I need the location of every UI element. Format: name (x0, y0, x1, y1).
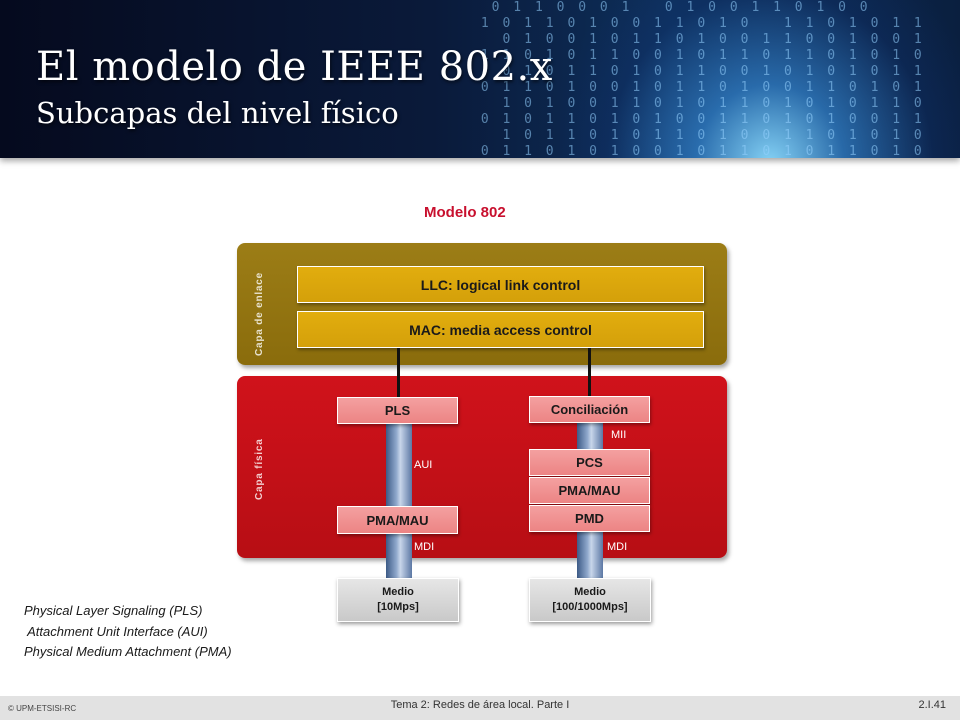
page-title: El modelo de IEEE 802.x (36, 44, 553, 90)
mdi-label-left: MDI (414, 541, 435, 553)
header-glow (560, 0, 960, 158)
medium-right-line2: [100/1000Mps] (552, 601, 628, 613)
llc-sublayer: LLC: logical link control (297, 266, 704, 303)
mac-sublayer: MAC: media access control (297, 311, 704, 348)
medium-box-left: Medio [10Mps] (337, 578, 459, 622)
pma-mau-box-left: PMA/MAU (337, 506, 458, 534)
mdi-tube-right (577, 531, 603, 581)
medium-right-line1: Medio (574, 586, 606, 598)
legend-item: Attachment Unit Interface (AUI) (24, 623, 208, 639)
legend-item: Physical Layer Signaling (PLS) (24, 603, 203, 618)
mdi-label-right: MDI (607, 541, 628, 553)
mii-label: MII (611, 429, 627, 441)
mdi-tube-left (386, 531, 412, 581)
page-subtitle: Subcapas del nivel físico (36, 96, 399, 130)
footer: © UPM-ETSISI-RC Tema 2: Redes de área lo… (0, 696, 960, 720)
layer-label-fisica: Capa física (254, 438, 265, 500)
legend: Physical Layer Signaling (PLS) Attachmen… (24, 601, 232, 663)
footer-topic: Tema 2: Redes de área local. Parte I (390, 699, 570, 711)
pls-box: PLS (337, 397, 458, 424)
aui-tube (386, 424, 412, 510)
footer-copyright: © UPM-ETSISI-RC (8, 704, 77, 713)
pmd-box: PMD (529, 505, 650, 532)
legend-item: Physical Medium Attachment (PMA) (24, 644, 232, 659)
medium-left-line2: [10Mps] (377, 601, 419, 613)
aui-label: AUI (414, 459, 433, 471)
header-banner: 0 1 1 0 0 0 1 0 1 0 0 1 1 0 1 0 0 1 0 1 … (0, 0, 960, 158)
connector-mac-conciliacion (588, 348, 591, 398)
medium-box-right: Medio [100/1000Mps] (529, 578, 651, 622)
layer-capa-fisica (237, 376, 727, 558)
pcs-box: PCS (529, 449, 650, 476)
pma-mau-box-right: PMA/MAU (529, 477, 650, 504)
mii-tube (577, 421, 603, 451)
diagram-title: Modelo 802 (424, 204, 506, 221)
layer-label-enlace: Capa de enlace (254, 271, 265, 356)
connector-mac-pls (397, 348, 400, 400)
binary-background: 0 1 1 0 0 0 1 0 1 0 0 1 1 0 1 0 0 1 0 1 … (480, 0, 925, 158)
slide-number: 2.I.41 (918, 699, 946, 711)
conciliacion-box: Conciliación (529, 396, 650, 423)
medium-left-line1: Medio (382, 586, 414, 598)
